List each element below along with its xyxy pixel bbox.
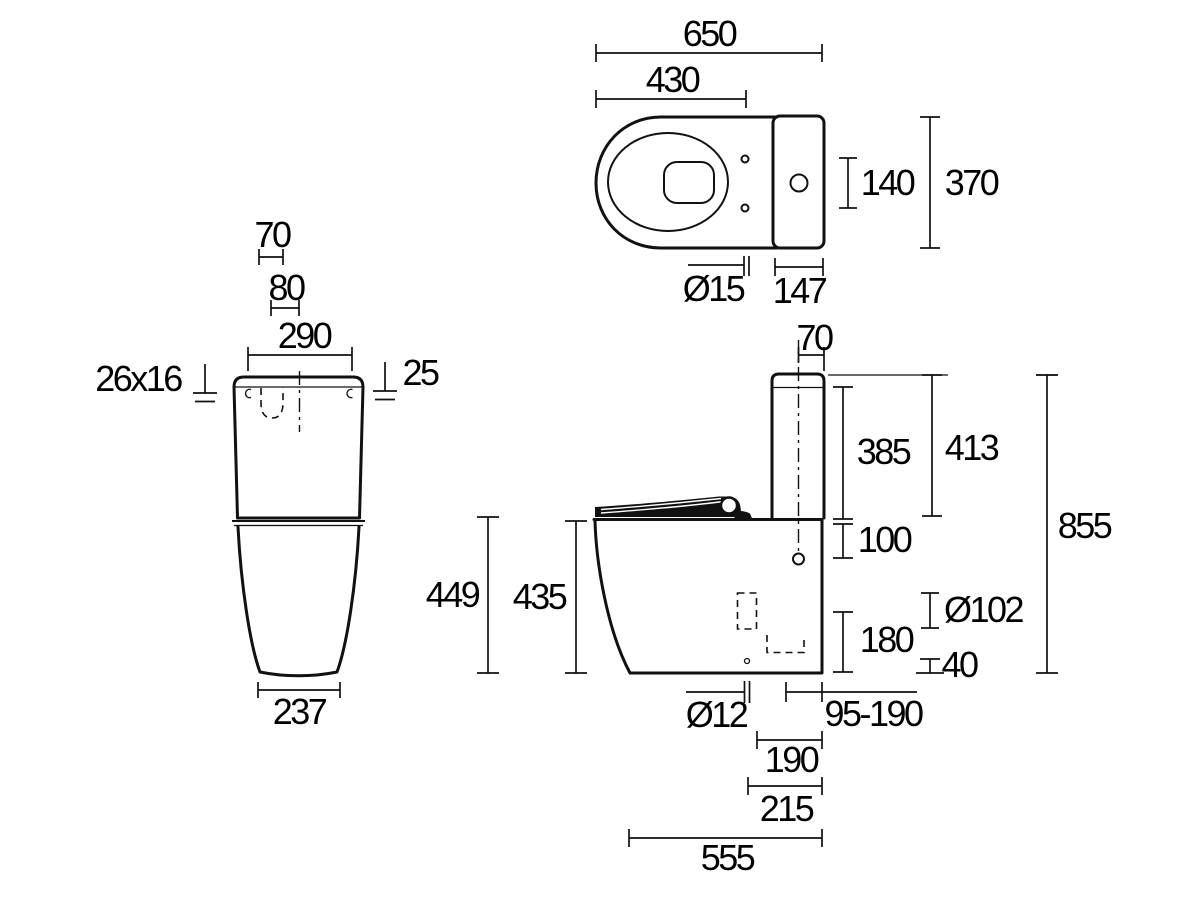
side-dim-cistern-top-to-seat: 413 — [944, 427, 1000, 468]
front-fixing-hook-right — [346, 388, 353, 399]
side-dim-overall-depth: 555 — [700, 837, 756, 878]
side-dim-outlet-dia: Ø102 — [943, 589, 1025, 630]
front-fixing-hook-left — [244, 388, 252, 399]
front-dim-offset-25: 25 — [402, 352, 440, 393]
side-seat-hinge — [719, 496, 739, 515]
front-dim-pitch-70: 70 — [254, 214, 292, 255]
side-dim-offset-40: 40 — [941, 644, 979, 685]
side-dim-setout-190: 190 — [764, 739, 820, 780]
side-dim-setout-range: 95-190 — [824, 693, 924, 734]
plan-dim-bowl-length: 430 — [645, 59, 701, 100]
side-dim-seat-height: 449 — [425, 574, 481, 615]
side-dim-overall-height: 855 — [1057, 505, 1113, 546]
side-bowl-outline — [592, 518, 824, 675]
front-view — [193, 249, 397, 698]
front-dimension-lines — [193, 249, 397, 698]
front-dim-cistern-width: 290 — [277, 315, 333, 356]
side-seat-fixing-hole — [792, 552, 805, 566]
plan-hinge-hole-top — [740, 154, 750, 164]
front-pedestal-outline — [236, 525, 361, 678]
plan-dimension-lines — [595, 44, 940, 276]
side-dim-setout-215: 215 — [759, 788, 815, 829]
plan-cistern-outline — [771, 114, 826, 250]
side-hinge-foot — [733, 511, 753, 520]
plan-dim-cistern-depth: 147 — [772, 270, 828, 311]
front-dim-fixing-slot: 26x16 — [95, 358, 183, 399]
side-dim-inlet-offset: 70 — [796, 317, 834, 358]
side-dimension-lines — [477, 347, 1058, 847]
plan-dim-flush-button-offset: 140 — [860, 162, 916, 203]
front-cistern-outline — [232, 375, 365, 520]
plinth-datum-symbol — [916, 658, 944, 674]
side-view — [477, 340, 1058, 847]
plan-hinge-hole-bottom — [740, 203, 750, 213]
plan-view — [594, 44, 940, 276]
side-trap-dashed-box — [736, 592, 758, 630]
side-drain-dot — [743, 657, 751, 665]
fixing-datum-symbol-right — [373, 362, 397, 401]
plan-dim-overall-width: 370 — [944, 162, 1000, 203]
plan-seat-ring — [607, 132, 729, 232]
front-inlet-dashed-outline — [260, 388, 284, 419]
plan-dim-overall-length: 650 — [682, 13, 738, 54]
fixing-datum-symbol-left — [193, 364, 217, 403]
side-dim-seat-fixing-drop: 100 — [857, 519, 913, 560]
side-dim-outlet-height: 180 — [859, 619, 915, 660]
side-dim-fixing-hole-dia: Ø12 — [685, 694, 749, 735]
side-outlet-dashed-box — [766, 635, 805, 654]
plan-dim-seat-hole-dia: Ø15 — [682, 268, 746, 309]
front-dim-base-width: 237 — [272, 691, 328, 732]
side-dim-cistern-height: 385 — [856, 431, 912, 472]
front-dim-pitch-80: 80 — [268, 267, 306, 308]
plan-body-outline — [594, 115, 779, 250]
side-dim-pan-height: 435 — [512, 576, 568, 617]
plan-bowl-waterspot — [663, 161, 715, 204]
plan-flush-button — [789, 173, 809, 193]
